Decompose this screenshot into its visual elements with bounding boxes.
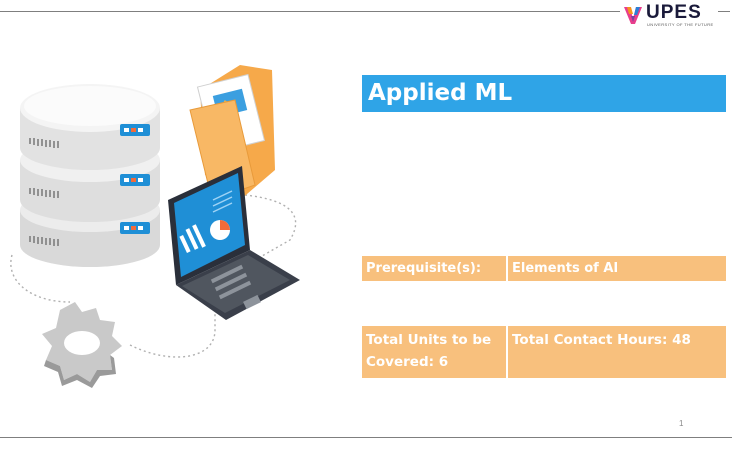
gear-icon: [42, 302, 122, 388]
upes-logo-mark-icon: [624, 7, 642, 24]
data-illustration: [10, 65, 300, 388]
logo-tagline: UNIVERSITY OF THE FUTURE: [647, 22, 714, 27]
cell-divider: [506, 256, 508, 281]
folder-icon: [189, 65, 275, 201]
course-info-row: Total Units to be Covered: 6 Total Conta…: [362, 326, 726, 378]
prerequisite-label: Prerequisite(s):: [366, 261, 482, 276]
laptop-icon: [168, 166, 300, 320]
prerequisite-value: Elements of AI: [512, 261, 619, 276]
database-icon: [20, 84, 160, 267]
top-rule: [0, 11, 620, 12]
cell-divider: [506, 326, 508, 378]
bottom-rule: [0, 437, 732, 438]
contact-hours: Total Contact Hours: 48: [512, 332, 691, 348]
logo-text: UPES: [646, 2, 702, 23]
slide-title: Applied ML: [362, 75, 726, 112]
prerequisite-row: Prerequisite(s): Elements of AI: [362, 256, 726, 281]
top-rule-end: [718, 11, 730, 12]
page-number: 1: [679, 419, 684, 428]
upes-logo: UPES UNIVERSITY OF THE FUTURE: [622, 2, 718, 28]
total-units: Total Units to be Covered: 6: [366, 332, 492, 370]
